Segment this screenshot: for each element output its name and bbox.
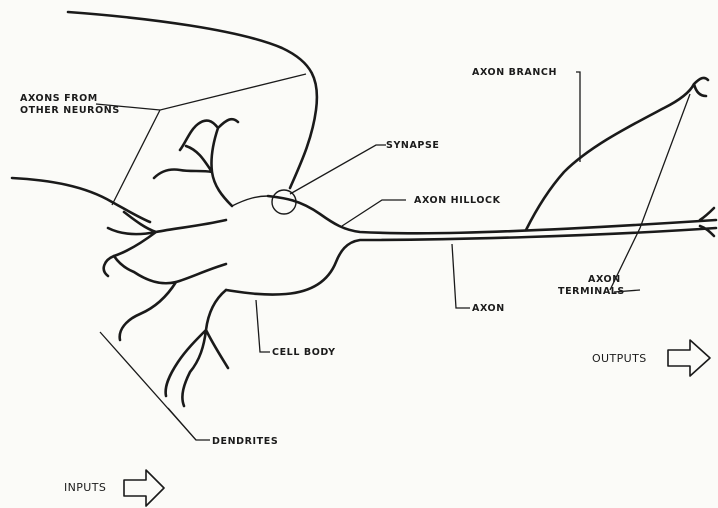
- cell-body-inner: [232, 196, 268, 206]
- outputs-arrow-icon: [668, 340, 710, 376]
- label-outputs: OUTPUTS: [592, 352, 647, 365]
- label-inputs: INPUTS: [64, 481, 106, 494]
- label-axon-branch: AXON BRANCH: [472, 67, 557, 78]
- leader-cell-body: [256, 300, 270, 352]
- leader-axon-terminals: [610, 94, 690, 290]
- leader-axon: [452, 244, 470, 308]
- label-other-neurons: OTHER NEURONS: [20, 105, 120, 116]
- leader-axon-hillock: [342, 200, 406, 226]
- label-dendrites: DENDRITES: [212, 436, 278, 447]
- label-axon-hillock: AXON HILLOCK: [414, 195, 501, 206]
- cell-body-outline: [226, 196, 716, 295]
- synapse-circle: [272, 190, 296, 214]
- leader-dendrites-b: [168, 408, 196, 440]
- label-axon: AXON: [472, 303, 505, 314]
- leader-axon-branch: [576, 72, 580, 162]
- dendrite-lower-left: [114, 256, 226, 340]
- label-synapse: SYNAPSE: [386, 140, 440, 151]
- leader-dendrites-a: [100, 332, 210, 440]
- dendrite-lower: [166, 290, 228, 406]
- incoming-axon-upper: [68, 12, 317, 188]
- label-axon-terminals-1: AXON: [588, 274, 621, 285]
- label-cell-body: CELL BODY: [272, 347, 336, 358]
- label-axons-from: AXONS FROM: [20, 93, 98, 104]
- leader-axons-from-other-neurons: [112, 74, 306, 205]
- axon-branch: [526, 78, 708, 230]
- inputs-arrow-icon: [124, 470, 164, 506]
- dendrite-upper: [154, 119, 238, 206]
- label-axon-terminals-2: TERMINALS: [558, 286, 625, 297]
